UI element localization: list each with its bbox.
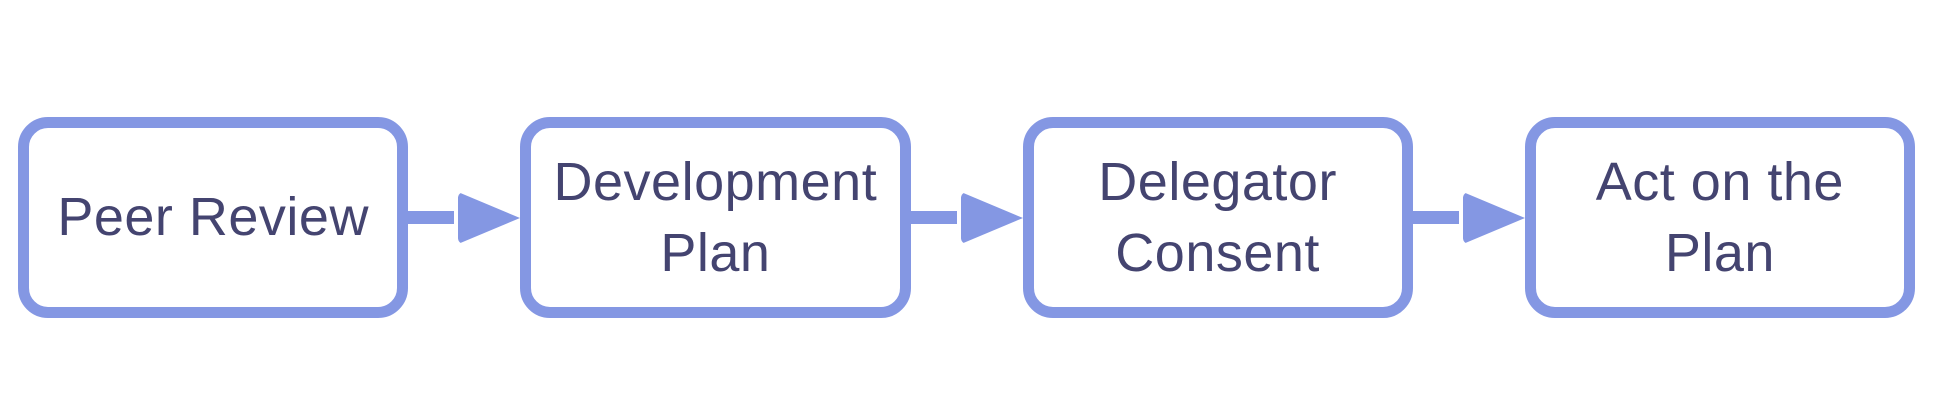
flow-step-peer-review: Peer Review bbox=[18, 117, 409, 318]
step-label: Act on the Plan bbox=[1595, 152, 1844, 283]
step-label: Delegator Consent bbox=[1098, 152, 1337, 283]
arrow-right-icon bbox=[960, 191, 1023, 244]
arrow-connector bbox=[1412, 191, 1525, 244]
arrow-line bbox=[408, 211, 455, 224]
step-label: Peer Review bbox=[57, 187, 369, 248]
arrow-connector bbox=[408, 191, 521, 244]
step-label: Development Plan bbox=[553, 152, 878, 283]
arrow-line bbox=[1412, 211, 1459, 224]
arrow-right-icon bbox=[458, 191, 521, 244]
flow-step-act-on-the-plan: Act on the Plan bbox=[1524, 117, 1915, 318]
flow-step-development-plan: Development Plan bbox=[520, 117, 911, 318]
arrow-line bbox=[910, 211, 957, 224]
flow-step-delegator-consent: Delegator Consent bbox=[1022, 117, 1413, 318]
arrow-connector bbox=[910, 191, 1023, 244]
arrow-right-icon bbox=[1462, 191, 1525, 244]
